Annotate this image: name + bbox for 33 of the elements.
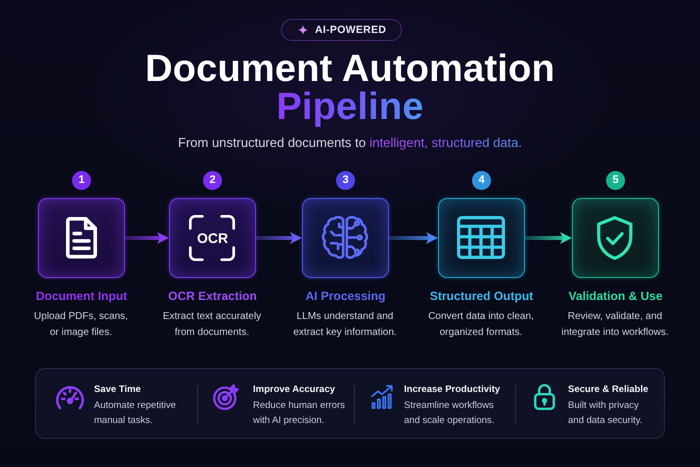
step-title: Validation & Use	[568, 289, 663, 304]
benefit-description: Built with privacy and data security.	[568, 398, 644, 428]
arrow	[256, 232, 302, 244]
arrow	[525, 232, 572, 244]
step-description: LLMs understand and extract key information.	[292, 310, 398, 340]
step-description: Upload PDFs, scans, or image files.	[33, 310, 129, 340]
benefit-title: Increase Productivity	[404, 383, 500, 396]
benefit-description: Streamline workflows and scale operations.	[404, 398, 496, 428]
step-number: 1	[72, 171, 91, 190]
arrow	[125, 232, 169, 244]
step-number: 5	[606, 171, 625, 190]
benefit-title: Save Time	[94, 383, 141, 396]
badge-text: AI-POWERED	[315, 23, 386, 37]
subtitle: From unstructured documents to intelligent, structured data.	[178, 134, 522, 150]
step-number: 2	[203, 171, 222, 190]
step-title: Document Input	[36, 289, 128, 304]
step-number: 3	[336, 171, 355, 190]
step-title: AI Processing	[305, 289, 386, 304]
step-number: 4	[472, 171, 491, 190]
step-title: OCR Extraction	[168, 289, 257, 304]
step-description: Extract text accurately from documents.	[162, 310, 262, 340]
title: Document Automation Pipeline	[144, 50, 556, 126]
tile-label: OCR	[196, 230, 228, 246]
benefit-title: Secure & Reliable	[568, 383, 648, 396]
step-description: Convert data into clean, organized formats.	[427, 310, 535, 340]
benefits-panel	[35, 368, 665, 439]
step-description: Review, validate, and integrate into workflows.	[560, 310, 670, 340]
benefit-title: Improve Accuracy	[253, 383, 336, 396]
arrow	[389, 232, 438, 244]
benefit-description: Automate repetitive manual tasks.	[94, 398, 177, 428]
badge	[281, 19, 402, 41]
step-title: Structured Output	[430, 289, 534, 304]
benefit-description: Reduce human errors with AI precision.	[253, 398, 346, 428]
